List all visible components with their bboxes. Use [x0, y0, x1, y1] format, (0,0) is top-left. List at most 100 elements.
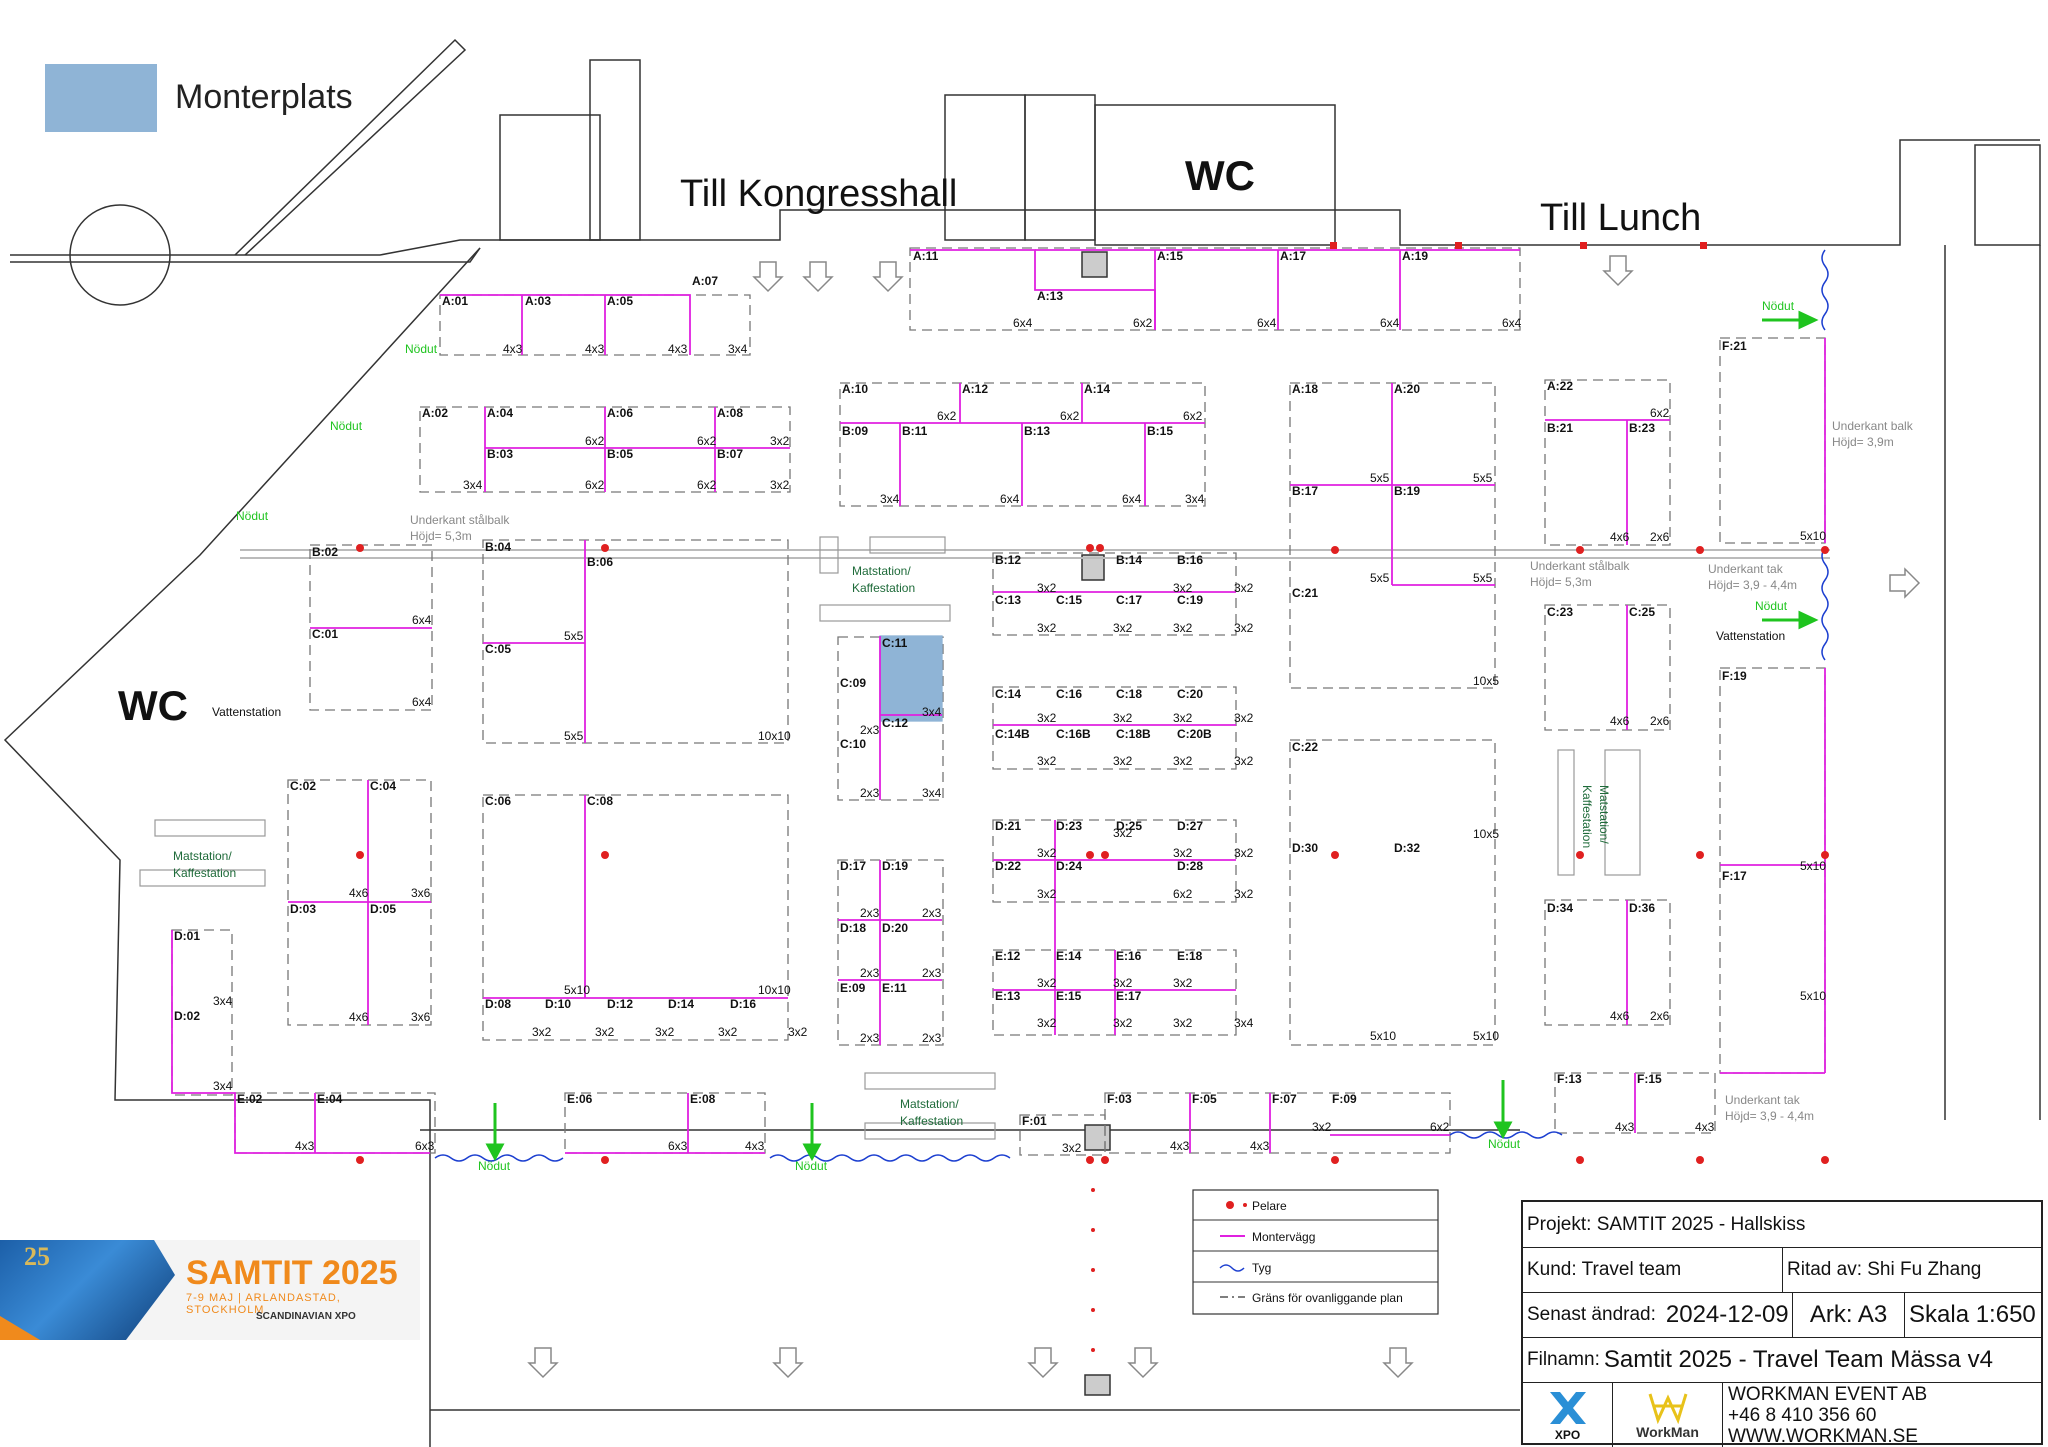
booth-id[interactable]: D:08	[485, 997, 511, 1011]
booth-id[interactable]: F:15	[1637, 1072, 1662, 1086]
booth-id[interactable]: A:07	[692, 274, 718, 288]
booth-id[interactable]: E:13	[995, 989, 1021, 1003]
booth-id[interactable]: B:11	[902, 424, 928, 438]
booth-id[interactable]: A:20	[1394, 382, 1420, 396]
booth-id[interactable]: A:13	[1037, 289, 1063, 303]
booth-id[interactable]: C:04	[370, 779, 396, 793]
booth-id[interactable]: A:11	[913, 249, 939, 263]
booth-id[interactable]: B:14	[1116, 553, 1142, 567]
booth-id[interactable]: D:01	[174, 929, 200, 943]
booth-id[interactable]: B:04	[485, 540, 511, 554]
booth-id[interactable]: A:15	[1157, 249, 1183, 263]
booth-id[interactable]: E:02	[237, 1092, 263, 1106]
booth-id[interactable]: B:19	[1394, 484, 1420, 498]
booth-id[interactable]: E:08	[690, 1092, 716, 1106]
booth-id[interactable]: E:16	[1116, 949, 1142, 963]
booth-id[interactable]: D:03	[290, 902, 316, 916]
booth-id[interactable]: B:09	[842, 424, 868, 438]
booth-id[interactable]: F:21	[1722, 339, 1747, 353]
booth-id[interactable]: C:22	[1292, 740, 1318, 754]
booth-id[interactable]: D:28	[1177, 859, 1203, 873]
booth-id[interactable]: C:13	[995, 593, 1021, 607]
booth-id[interactable]: C:09	[840, 676, 866, 690]
booth-id[interactable]: B:21	[1547, 421, 1573, 435]
booth-id[interactable]: A:04	[487, 406, 513, 420]
booth-id[interactable]: C:14B	[995, 727, 1030, 741]
booth-id[interactable]: B:16	[1177, 553, 1203, 567]
booth-id[interactable]: B:02	[312, 545, 338, 559]
booth-id[interactable]: F:13	[1557, 1072, 1582, 1086]
booth-id[interactable]: C:23	[1547, 605, 1573, 619]
booth-id[interactable]: A:19	[1402, 249, 1428, 263]
booth-id[interactable]: B:03	[487, 447, 513, 461]
booth-id[interactable]: A:22	[1547, 379, 1573, 393]
booth-id[interactable]: C:05	[485, 642, 511, 656]
booth-id[interactable]: C:02	[290, 779, 316, 793]
booth-id[interactable]: D:19	[882, 859, 908, 873]
booth-id[interactable]: D:22	[995, 859, 1021, 873]
booth-id[interactable]: A:14	[1084, 382, 1110, 396]
booth-id[interactable]: C:11	[882, 636, 908, 650]
booth-id[interactable]: B:05	[607, 447, 633, 461]
booth-id[interactable]: D:27	[1177, 819, 1203, 833]
booth-id[interactable]: D:02	[174, 1009, 200, 1023]
booth-id[interactable]: D:24	[1056, 859, 1082, 873]
booth-id[interactable]: C:12	[882, 716, 908, 730]
booth-id[interactable]: B:13	[1024, 424, 1050, 438]
booth-id[interactable]: C:10	[840, 737, 866, 751]
booth-id[interactable]: D:14	[668, 997, 694, 1011]
booth-id[interactable]: E:04	[317, 1092, 343, 1106]
booth-id[interactable]: C:20B	[1177, 727, 1212, 741]
booth-id[interactable]: D:20	[882, 921, 908, 935]
booth-id[interactable]: C:16	[1056, 687, 1082, 701]
booth-id[interactable]: B:17	[1292, 484, 1318, 498]
booth-id[interactable]: C:17	[1116, 593, 1142, 607]
booth-id[interactable]: B:15	[1147, 424, 1173, 438]
booth-id[interactable]: E:12	[995, 949, 1021, 963]
booth-id[interactable]: E:09	[840, 981, 866, 995]
booth-id[interactable]: E:15	[1056, 989, 1082, 1003]
booth-id[interactable]: C:06	[485, 794, 511, 808]
booth-id[interactable]: C:20	[1177, 687, 1203, 701]
booth-id[interactable]: D:12	[607, 997, 633, 1011]
booth-id[interactable]: C:16B	[1056, 727, 1091, 741]
booth-id[interactable]: C:14	[995, 687, 1021, 701]
booth-id[interactable]: D:16	[730, 997, 756, 1011]
booth-id[interactable]: D:21	[995, 819, 1021, 833]
booth-id[interactable]: D:18	[840, 921, 866, 935]
booth-id[interactable]: C:25	[1629, 605, 1655, 619]
booth-id[interactable]: A:02	[422, 406, 448, 420]
booth-id[interactable]: B:06	[587, 555, 613, 569]
booth-id[interactable]: A:01	[442, 294, 468, 308]
booth-id[interactable]: C:21	[1292, 586, 1318, 600]
booth-id[interactable]: C:15	[1056, 593, 1082, 607]
booth-id[interactable]: F:09	[1332, 1092, 1357, 1106]
booth-id[interactable]: D:34	[1547, 901, 1573, 915]
booth-id[interactable]: E:11	[882, 981, 907, 995]
booth-id[interactable]: D:17	[840, 859, 866, 873]
booth-id[interactable]: C:18	[1116, 687, 1142, 701]
booth-id[interactable]: A:18	[1292, 382, 1318, 396]
booth-id[interactable]: C:18B	[1116, 727, 1151, 741]
booth-id[interactable]: F:05	[1192, 1092, 1217, 1106]
booth-id[interactable]: E:06	[567, 1092, 593, 1106]
booth-id[interactable]: D:36	[1629, 901, 1655, 915]
booth-id[interactable]: D:25	[1116, 819, 1142, 833]
booth-id[interactable]: D:10	[545, 997, 571, 1011]
booth-id[interactable]: D:30	[1292, 841, 1318, 855]
booth-id[interactable]: F:01	[1022, 1114, 1047, 1128]
booth-id[interactable]: A:10	[842, 382, 868, 396]
booth-id[interactable]: A:12	[962, 382, 988, 396]
booth-id[interactable]: F:19	[1722, 669, 1747, 683]
booth-id[interactable]: D:05	[370, 902, 396, 916]
booth-id[interactable]: A:08	[717, 406, 743, 420]
booth-id[interactable]: A:17	[1280, 249, 1306, 263]
booth-id[interactable]: D:23	[1056, 819, 1082, 833]
booth-id[interactable]: D:32	[1394, 841, 1420, 855]
booth-id[interactable]: C:19	[1177, 593, 1203, 607]
booth-id[interactable]: C:08	[587, 794, 613, 808]
booth-id[interactable]: E:18	[1177, 949, 1203, 963]
booth-id[interactable]: B:12	[995, 553, 1021, 567]
booth-id[interactable]: E:14	[1056, 949, 1082, 963]
booth-id[interactable]: C:01	[312, 627, 338, 641]
